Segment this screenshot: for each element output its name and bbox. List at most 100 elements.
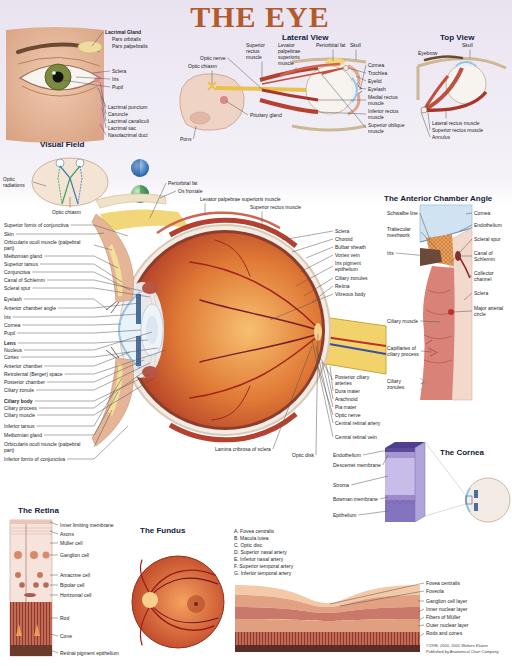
- leader-line: [318, 366, 333, 415]
- part-label: D. Superior nasal artery: [234, 549, 287, 555]
- leader-line: [427, 104, 430, 130]
- leader-line: [226, 101, 248, 115]
- leader-line: [193, 126, 196, 139]
- part-label: Iris: [112, 76, 119, 82]
- part-label: Pupil: [112, 84, 123, 90]
- leader-line: [100, 124, 106, 135]
- part-label: Nasolacrimal duct: [108, 132, 148, 138]
- leader-line: [326, 364, 333, 399]
- part-label: Posterior chamber: [4, 379, 45, 385]
- leader-line: [40, 264, 122, 282]
- part-label: Pons: [180, 136, 191, 142]
- credit-note: ©1998, 2000, 2001 Wolters Kluwer: [426, 643, 488, 648]
- part-label: Anterior chamber angle: [4, 305, 56, 311]
- leader-line: [70, 197, 71, 208]
- part-label: Ganglion cell: [60, 552, 89, 558]
- part-label: Inner limiting membrane: [60, 522, 114, 528]
- leader-line: [94, 410, 112, 447]
- part-label: Eyelash: [368, 86, 386, 92]
- leader-line: [380, 497, 388, 499]
- part-label: Meibomian gland: [4, 253, 42, 259]
- leader-line: [316, 334, 318, 455]
- lateral-view-figure: [180, 58, 366, 130]
- part-label: Skull: [350, 42, 361, 48]
- part-label: Bipolar cell: [60, 582, 84, 588]
- part-label: A. Fovea centralis: [234, 528, 274, 534]
- part-label: Choroid: [335, 236, 353, 242]
- part-label: Cornea: [368, 62, 384, 68]
- retina-block: [10, 520, 52, 656]
- leader-line: [44, 256, 118, 268]
- part-label: Skull: [462, 42, 473, 48]
- leader-line: [160, 191, 176, 198]
- leader-line: [101, 96, 106, 121]
- part-label: Pituitary gland: [250, 112, 282, 118]
- leader-line: [460, 225, 472, 231]
- leader-line: [292, 239, 333, 252]
- part-label: Vortex vein: [335, 252, 360, 258]
- part-label: Retina: [335, 283, 349, 289]
- part-label: Medial rectus muscle: [368, 94, 410, 106]
- part-label: Arachnoid: [335, 396, 358, 402]
- part-label: Periorbital fat: [168, 180, 197, 186]
- leader-line: [446, 111, 447, 119]
- part-label: Descemet membrane: [333, 462, 381, 468]
- part-label: Endothelium: [474, 222, 502, 228]
- part-label: Fibers of Müller: [426, 614, 460, 620]
- leader-line: [296, 68, 297, 72]
- leader-line: [22, 324, 121, 325]
- panel-heading: Top View: [440, 33, 474, 43]
- part-label: Rods and cones: [426, 630, 462, 636]
- part-label: Superior oblique muscle: [368, 122, 410, 134]
- leader-line: [312, 286, 333, 302]
- part-label: Collector channel: [474, 270, 510, 282]
- part-label: Superior rectus muscle: [432, 127, 483, 133]
- leader-line: [282, 231, 333, 240]
- leader-line: [100, 82, 106, 114]
- leader-line: [21, 348, 158, 357]
- leader-line: [464, 293, 472, 300]
- leader-line: [418, 609, 424, 612]
- part-label: Optic nerve: [335, 412, 361, 418]
- part-label: Sclera: [474, 290, 488, 296]
- part-label: Ciliary zonules: [387, 378, 419, 390]
- part-label: Ciliary zonules: [335, 275, 368, 281]
- part-label: Annulus: [432, 134, 450, 140]
- part-label: Nucleus: [4, 347, 22, 353]
- part-label: Scleral spur: [4, 285, 30, 291]
- leader-line: [421, 232, 436, 248]
- leader-line: [212, 71, 213, 85]
- part-label: Pupil: [4, 330, 15, 336]
- fundus-figure: [132, 556, 224, 648]
- panel-heading: The Cornea: [440, 448, 484, 458]
- leader-line: [50, 575, 58, 576]
- leader-line: [50, 555, 58, 556]
- leader-line: [312, 340, 333, 437]
- leader-line: [32, 272, 130, 290]
- leader-line: [421, 351, 432, 352]
- part-label: Lamina cribrosa of sclera: [215, 446, 271, 452]
- part-label: Ciliary muscle: [4, 412, 35, 418]
- leader-line: [24, 332, 152, 350]
- leader-line: [32, 288, 150, 297]
- part-label: Canal of Schlemm: [4, 277, 45, 283]
- part-label: E. Inferior nasal artery: [234, 556, 283, 562]
- part-label: Cornea: [474, 210, 490, 216]
- part-label: Skin: [4, 231, 14, 237]
- part-label: Lacrimal canaliculi: [108, 118, 149, 124]
- part-label: Superior tarsus: [4, 261, 38, 267]
- leader-line: [418, 633, 424, 638]
- part-label: Trabecular meshwork: [387, 226, 419, 238]
- face-eye-figure: [6, 27, 104, 143]
- panel-heading: The Anterior Chamber Angle: [384, 194, 492, 204]
- part-label: Iris pigment epithelium: [335, 260, 383, 272]
- part-label: Schwalbe line: [387, 210, 418, 216]
- anterior-chamber-figure: [420, 205, 472, 400]
- part-label: Superior rectus muscle: [250, 204, 301, 210]
- part-label: Epithelium: [333, 512, 356, 518]
- part-label: Iris: [4, 314, 11, 320]
- part-label: Inferior rectus muscle: [368, 108, 410, 120]
- part-label: Periorbital fat: [316, 42, 345, 48]
- part-label: B. Macula lutea: [234, 535, 268, 541]
- leader-line: [16, 233, 104, 234]
